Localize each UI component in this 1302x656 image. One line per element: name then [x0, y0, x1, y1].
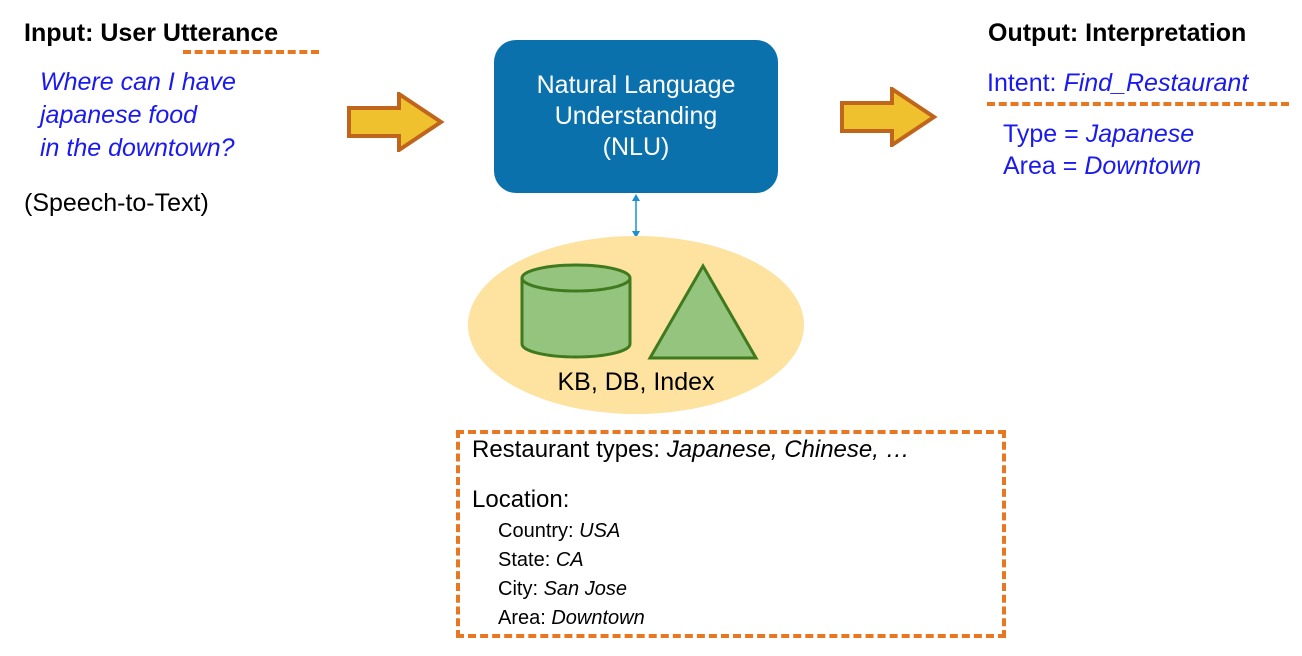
knowledge-label: KB, DB, Index — [557, 368, 715, 396]
utterance-line: in the downtown? — [40, 134, 235, 162]
restaurant-types-value: Japanese, Chinese, … — [666, 436, 910, 463]
location-value: CA — [555, 549, 584, 571]
output-title: Output: Interpretation — [988, 19, 1247, 47]
right-arrow-icon — [840, 87, 938, 147]
location-key: Country: — [498, 520, 580, 542]
slot-key: Area = — [1003, 152, 1085, 180]
slot-value: Downtown — [1084, 152, 1202, 180]
right-arrow-icon — [347, 92, 445, 152]
location-label: Location: — [472, 486, 570, 513]
slot-list: Type = Japanese Area = Downtown — [1003, 118, 1201, 182]
nlu-label-line: Understanding — [554, 102, 718, 130]
intent-label: Intent: — [987, 69, 1064, 97]
location-key: City: — [498, 578, 544, 600]
utterance-line: Where can I have — [40, 68, 236, 96]
kb-detail-box — [456, 430, 1006, 638]
slot-key: Type = — [1003, 120, 1086, 148]
slot-item: Area = Downtown — [1003, 150, 1201, 182]
intent-underline — [987, 102, 1289, 106]
location-item: State: CA — [498, 546, 645, 575]
knowledge-sources-graphic — [468, 236, 804, 414]
intent-value: Find_Restaurant — [1063, 69, 1249, 97]
location-value: USA — [579, 520, 621, 542]
location-key: Area: — [498, 607, 552, 629]
location-item: Area: Downtown — [498, 604, 645, 633]
nlu-label-line: (NLU) — [602, 133, 670, 161]
speech-to-text-note: (Speech-to-Text) — [24, 189, 209, 217]
utterance-line: japanese food — [40, 101, 198, 129]
slot-value: Japanese — [1085, 120, 1195, 148]
location-item: City: San Jose — [498, 575, 645, 604]
location-value: Downtown — [551, 607, 645, 629]
location-key: State: — [498, 549, 556, 571]
slot-item: Type = Japanese — [1003, 118, 1201, 150]
location-item: Country: USA — [498, 517, 645, 546]
intent-line: Intent: Find_Restaurant — [987, 68, 1248, 98]
restaurant-types-label: Restaurant types: — [472, 436, 667, 463]
location-value: San Jose — [543, 578, 627, 600]
database-cylinder-icon — [520, 263, 632, 359]
nlu-label-line: Natural Language — [536, 71, 736, 99]
index-triangle-icon — [647, 262, 759, 360]
utterance-underline — [183, 50, 319, 54]
bidirectional-connector-icon — [632, 194, 640, 238]
user-utterance: Where can I have japanese food in the do… — [40, 66, 236, 165]
nlu-box: Natural Language Understanding (NLU) — [494, 40, 778, 193]
location-list: Country: USA State: CA City: San Jose Ar… — [498, 517, 645, 633]
input-title: Input: User Utterance — [24, 19, 279, 47]
restaurant-types: Restaurant types: Japanese, Chinese, … — [472, 436, 910, 464]
